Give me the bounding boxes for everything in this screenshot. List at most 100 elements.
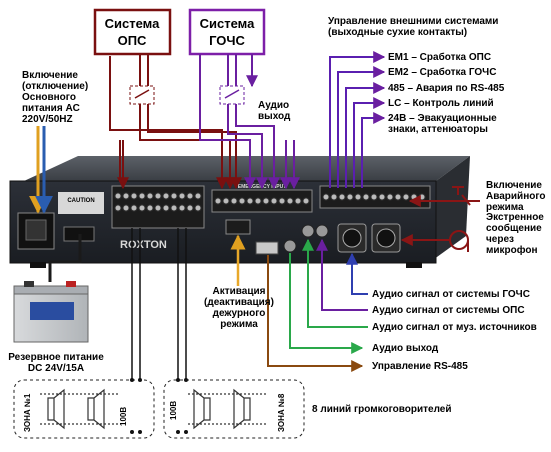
audio-out-label: Аудио выход (372, 343, 439, 354)
terminal-screw (330, 193, 338, 201)
terminal-screw (378, 193, 386, 201)
caution-plate (58, 192, 104, 214)
speaker-zone-1-frame (13, 379, 155, 439)
rs485-wire (267, 255, 364, 372)
ops-wires (109, 54, 242, 190)
battery-label (30, 302, 74, 320)
terminal-screw (214, 197, 222, 205)
zone-1-voltage: 100В (119, 407, 128, 426)
terminal-screw (178, 204, 186, 212)
terminal-screw (418, 193, 426, 201)
terminal-screw (138, 192, 146, 200)
audio-gochs-wire (346, 252, 368, 295)
audio-music-wire (302, 238, 368, 328)
terminal-screw (346, 193, 354, 201)
duty-terminal[interactable] (225, 219, 251, 235)
xlr-socket-1 (342, 228, 362, 248)
terminal-screw (394, 193, 402, 201)
terminal-screw (170, 204, 178, 212)
terminal-screw (246, 197, 254, 205)
external-control-header: Управление внешними системами (выходные … (328, 16, 499, 38)
terminal-screw (162, 204, 170, 212)
terminal-screw (238, 197, 246, 205)
terminal-screw (338, 193, 346, 201)
em1-label: EM1 – Сработка ОПС (388, 52, 492, 63)
terminal-screw (286, 197, 294, 205)
audio-music-label: Аудио сигнал от муз. источников (372, 322, 537, 333)
ops-box (93, 8, 172, 56)
gochs-box-line2: ГОЧС (209, 33, 245, 48)
terminal-screw (302, 197, 310, 205)
emergency-input-block[interactable] (211, 189, 313, 213)
terminal-screw (402, 193, 410, 201)
audio-out-jack[interactable] (283, 239, 297, 253)
external-control-wires (329, 51, 386, 188)
terminal-screw (130, 204, 138, 212)
audio-ops-wire (316, 238, 368, 311)
terminal-screw (122, 204, 130, 212)
v24-label: 24В – Эвакуационные знаки, аттенюаторы (388, 113, 497, 135)
terminal-screw (130, 192, 138, 200)
terminal-screw (194, 192, 202, 200)
terminal-screw (270, 197, 278, 205)
terminal-screw (178, 192, 186, 200)
terminal-screw (146, 204, 154, 212)
power-switch-label: Включение (отключение) Основного питания… (22, 70, 89, 125)
battery-wire (48, 234, 82, 282)
speaker-zone-8-frame (163, 379, 305, 439)
terminal-screw (262, 197, 270, 205)
terminal-screw (370, 193, 378, 201)
ops-in-jack[interactable] (315, 224, 329, 238)
terminal-screw (230, 197, 238, 205)
terminal-screw (146, 192, 154, 200)
speaker-terminals (114, 192, 202, 212)
gochs-box-line1: Система (200, 16, 255, 31)
zone-1-speakers (40, 388, 120, 430)
terminal-screw (114, 204, 122, 212)
music-in-jack[interactable] (301, 224, 315, 238)
emergency-mode-label: Включение Аварийного режима (486, 180, 546, 213)
device-foot (406, 262, 422, 268)
backup-power-label: Резервное питание DC 24V/15A (8, 352, 104, 374)
em2-label: EM2 – Сработка ГОЧС (388, 67, 497, 78)
terminal-screw (354, 193, 362, 201)
terminal-screw (362, 193, 370, 201)
audio-out-wire (289, 253, 364, 354)
zone-8-speakers (188, 388, 268, 430)
terminal-screw (154, 192, 162, 200)
emergency-terminals (214, 197, 310, 205)
duty-mode-label: Активация (деактивация) дежурного режима (204, 286, 274, 330)
gochs-wires (199, 54, 300, 190)
audio-out-top-label: Аудио выход (258, 100, 291, 122)
gochs-box (188, 8, 266, 56)
terminal-screw (194, 204, 202, 212)
zone-8-voltage: 100В (169, 401, 178, 420)
gochs-relay-contact (224, 89, 240, 99)
terminal-screw (138, 204, 146, 212)
terminal-screw (410, 193, 418, 201)
device-side (430, 156, 470, 262)
ops-box-line1: Система (105, 16, 160, 31)
caution-text: CAUTION (67, 198, 94, 204)
device-top (24, 156, 470, 181)
rs485-alarm-label: 485 – Авария по RS-485 (388, 83, 505, 94)
device-foot (30, 262, 46, 268)
terminal-screw (186, 192, 194, 200)
rs485-port[interactable] (255, 241, 279, 255)
emergency-message-label: Экстренное сообщение через микрофон (486, 212, 544, 256)
audio-gochs-label: Аудио сигнал от системы ГОЧС (372, 289, 530, 300)
audio-ops-label: Аудио сигнал от системы ОПС (372, 305, 525, 316)
emergency-switch-icon (448, 186, 471, 206)
terminal-screw (122, 192, 130, 200)
terminal-screw (322, 193, 330, 201)
zone-1-label: ЗОНА №1 (23, 393, 32, 432)
power-switch[interactable] (25, 219, 47, 241)
terminal-screw (162, 192, 170, 200)
terminal-screw (186, 204, 194, 212)
ops-relay-symbol (129, 85, 155, 105)
speaker-line-wires (131, 228, 187, 380)
speaker-lines-label: 8 линий громкоговорителей (312, 404, 452, 415)
xlr-socket-2 (376, 228, 396, 248)
brand-logo: ROXTON (120, 239, 167, 251)
